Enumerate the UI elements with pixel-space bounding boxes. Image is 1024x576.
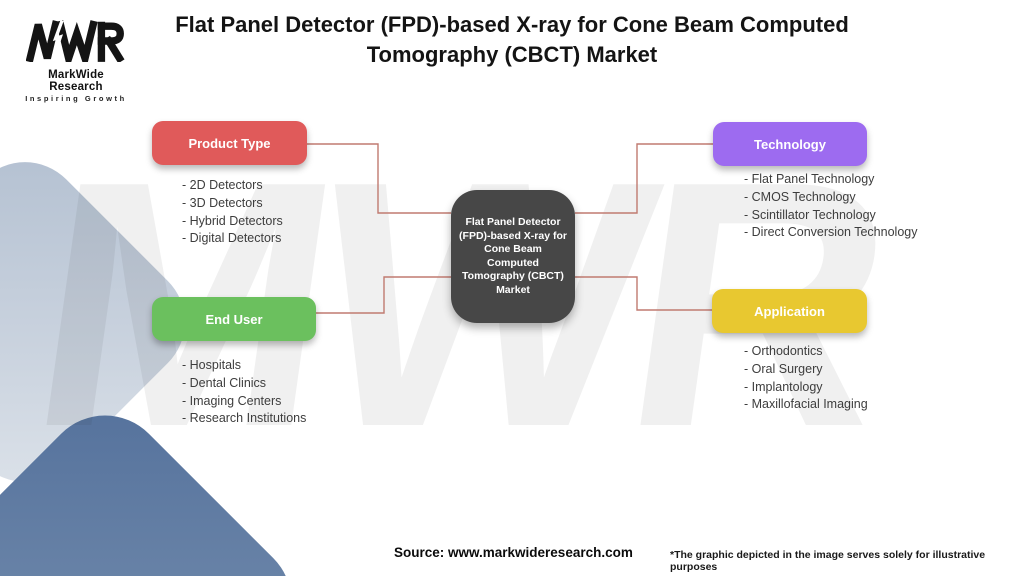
page-title-line-1: Flat Panel Detector (FPD)-based X-ray fo… (175, 12, 849, 37)
central-node-line: Computed (487, 256, 539, 269)
category-label: End User (205, 311, 263, 327)
markwide-logo: MarkWide Research Inspiring Growth (20, 19, 132, 103)
list-item: Imaging Centers (182, 393, 306, 411)
logo-name: MarkWide Research (48, 69, 104, 93)
page-title-line-2: Tomography (CBCT) Market (366, 42, 658, 67)
product-type-list: 2D Detectors 3D Detectors Hybrid Detecto… (182, 177, 283, 248)
end-user-list: Hospitals Dental Clinics Imaging Centers… (182, 357, 307, 428)
central-node-line: Market (496, 283, 530, 296)
connector-product-type (307, 143, 451, 214)
list-item: 3D Detectors (182, 195, 283, 213)
category-label: Product Type (188, 135, 271, 151)
connector-application (575, 276, 712, 311)
list-item: Flat Panel Technology (744, 171, 917, 189)
list-item: Hybrid Detectors (182, 213, 283, 231)
logo-tagline: Inspiring Growth (25, 94, 127, 103)
list-item: Scintillator Technology (744, 207, 917, 225)
category-box-end-user: End User (152, 297, 316, 341)
connector-end-user (316, 276, 451, 314)
lightning-bolt-icon (50, 19, 64, 63)
list-item: CMOS Technology (744, 189, 917, 207)
list-item: Hospitals (182, 357, 306, 375)
mwr-logo-icon (25, 19, 125, 72)
disclaimer-text: *The graphic depicted in the image serve… (670, 549, 986, 573)
technology-list: Flat Panel Technology CMOS Technology Sc… (744, 171, 918, 242)
source-text: Source: www.markwideresearch.com (394, 545, 633, 560)
central-node-line: Tomography (CBCT) (462, 270, 564, 282)
list-item: Research Institutions (182, 410, 307, 428)
list-item: Dental Clinics (182, 375, 306, 393)
category-label: Application (754, 303, 825, 319)
central-node-line: Flat Panel Detector (465, 216, 561, 228)
list-item: Digital Detectors (182, 230, 283, 248)
central-market-node: Flat Panel Detector (FPD)-based X-ray fo… (451, 190, 575, 323)
list-item: Oral Surgery (744, 361, 868, 379)
page-title: Flat Panel Detector (FPD)-based X-ray fo… (0, 10, 1024, 70)
list-item: 2D Detectors (182, 177, 283, 195)
application-list: Orthodontics Oral Surgery Implantology M… (744, 343, 868, 414)
central-node-line: (FPD)-based X-ray for (459, 229, 567, 242)
category-box-technology: Technology (713, 122, 867, 166)
list-item: Orthodontics (744, 343, 868, 361)
connector-technology (575, 143, 713, 214)
list-item: Direct Conversion Technology (744, 224, 918, 242)
list-item: Maxillofacial Imaging (744, 396, 868, 414)
category-box-application: Application (712, 289, 867, 333)
list-item: Implantology (744, 379, 868, 397)
central-node-line: Cone Beam (484, 243, 542, 255)
category-box-product-type: Product Type (152, 121, 307, 165)
category-label: Technology (754, 136, 826, 152)
